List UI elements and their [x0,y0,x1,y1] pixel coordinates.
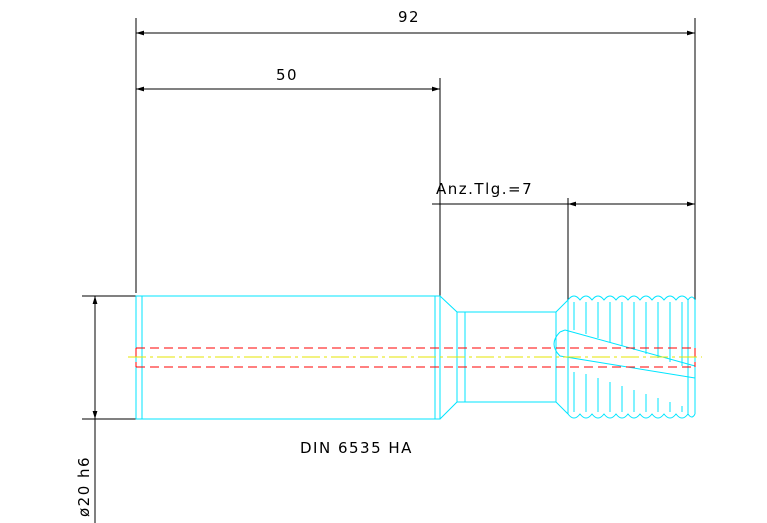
flute-inner [559,329,566,333]
thread-teeth-bottom [567,413,696,419]
thread-crests [573,302,683,412]
dimension-lines [82,18,696,523]
standard-label: DIN 6535 HA [300,439,413,457]
dimension-50-text: 50 [276,66,298,84]
flute [553,329,696,379]
thread-teeth-top [567,295,696,301]
neck-chamfer-bottom [555,401,569,415]
diameter-label: ø20 h6 [75,456,93,517]
coolant-bore [135,347,696,368]
thread-count-label: Anz.Tlg.=7 [436,180,533,198]
neck-chamfer [555,299,569,313]
dimension-92-text: 92 [398,8,420,26]
